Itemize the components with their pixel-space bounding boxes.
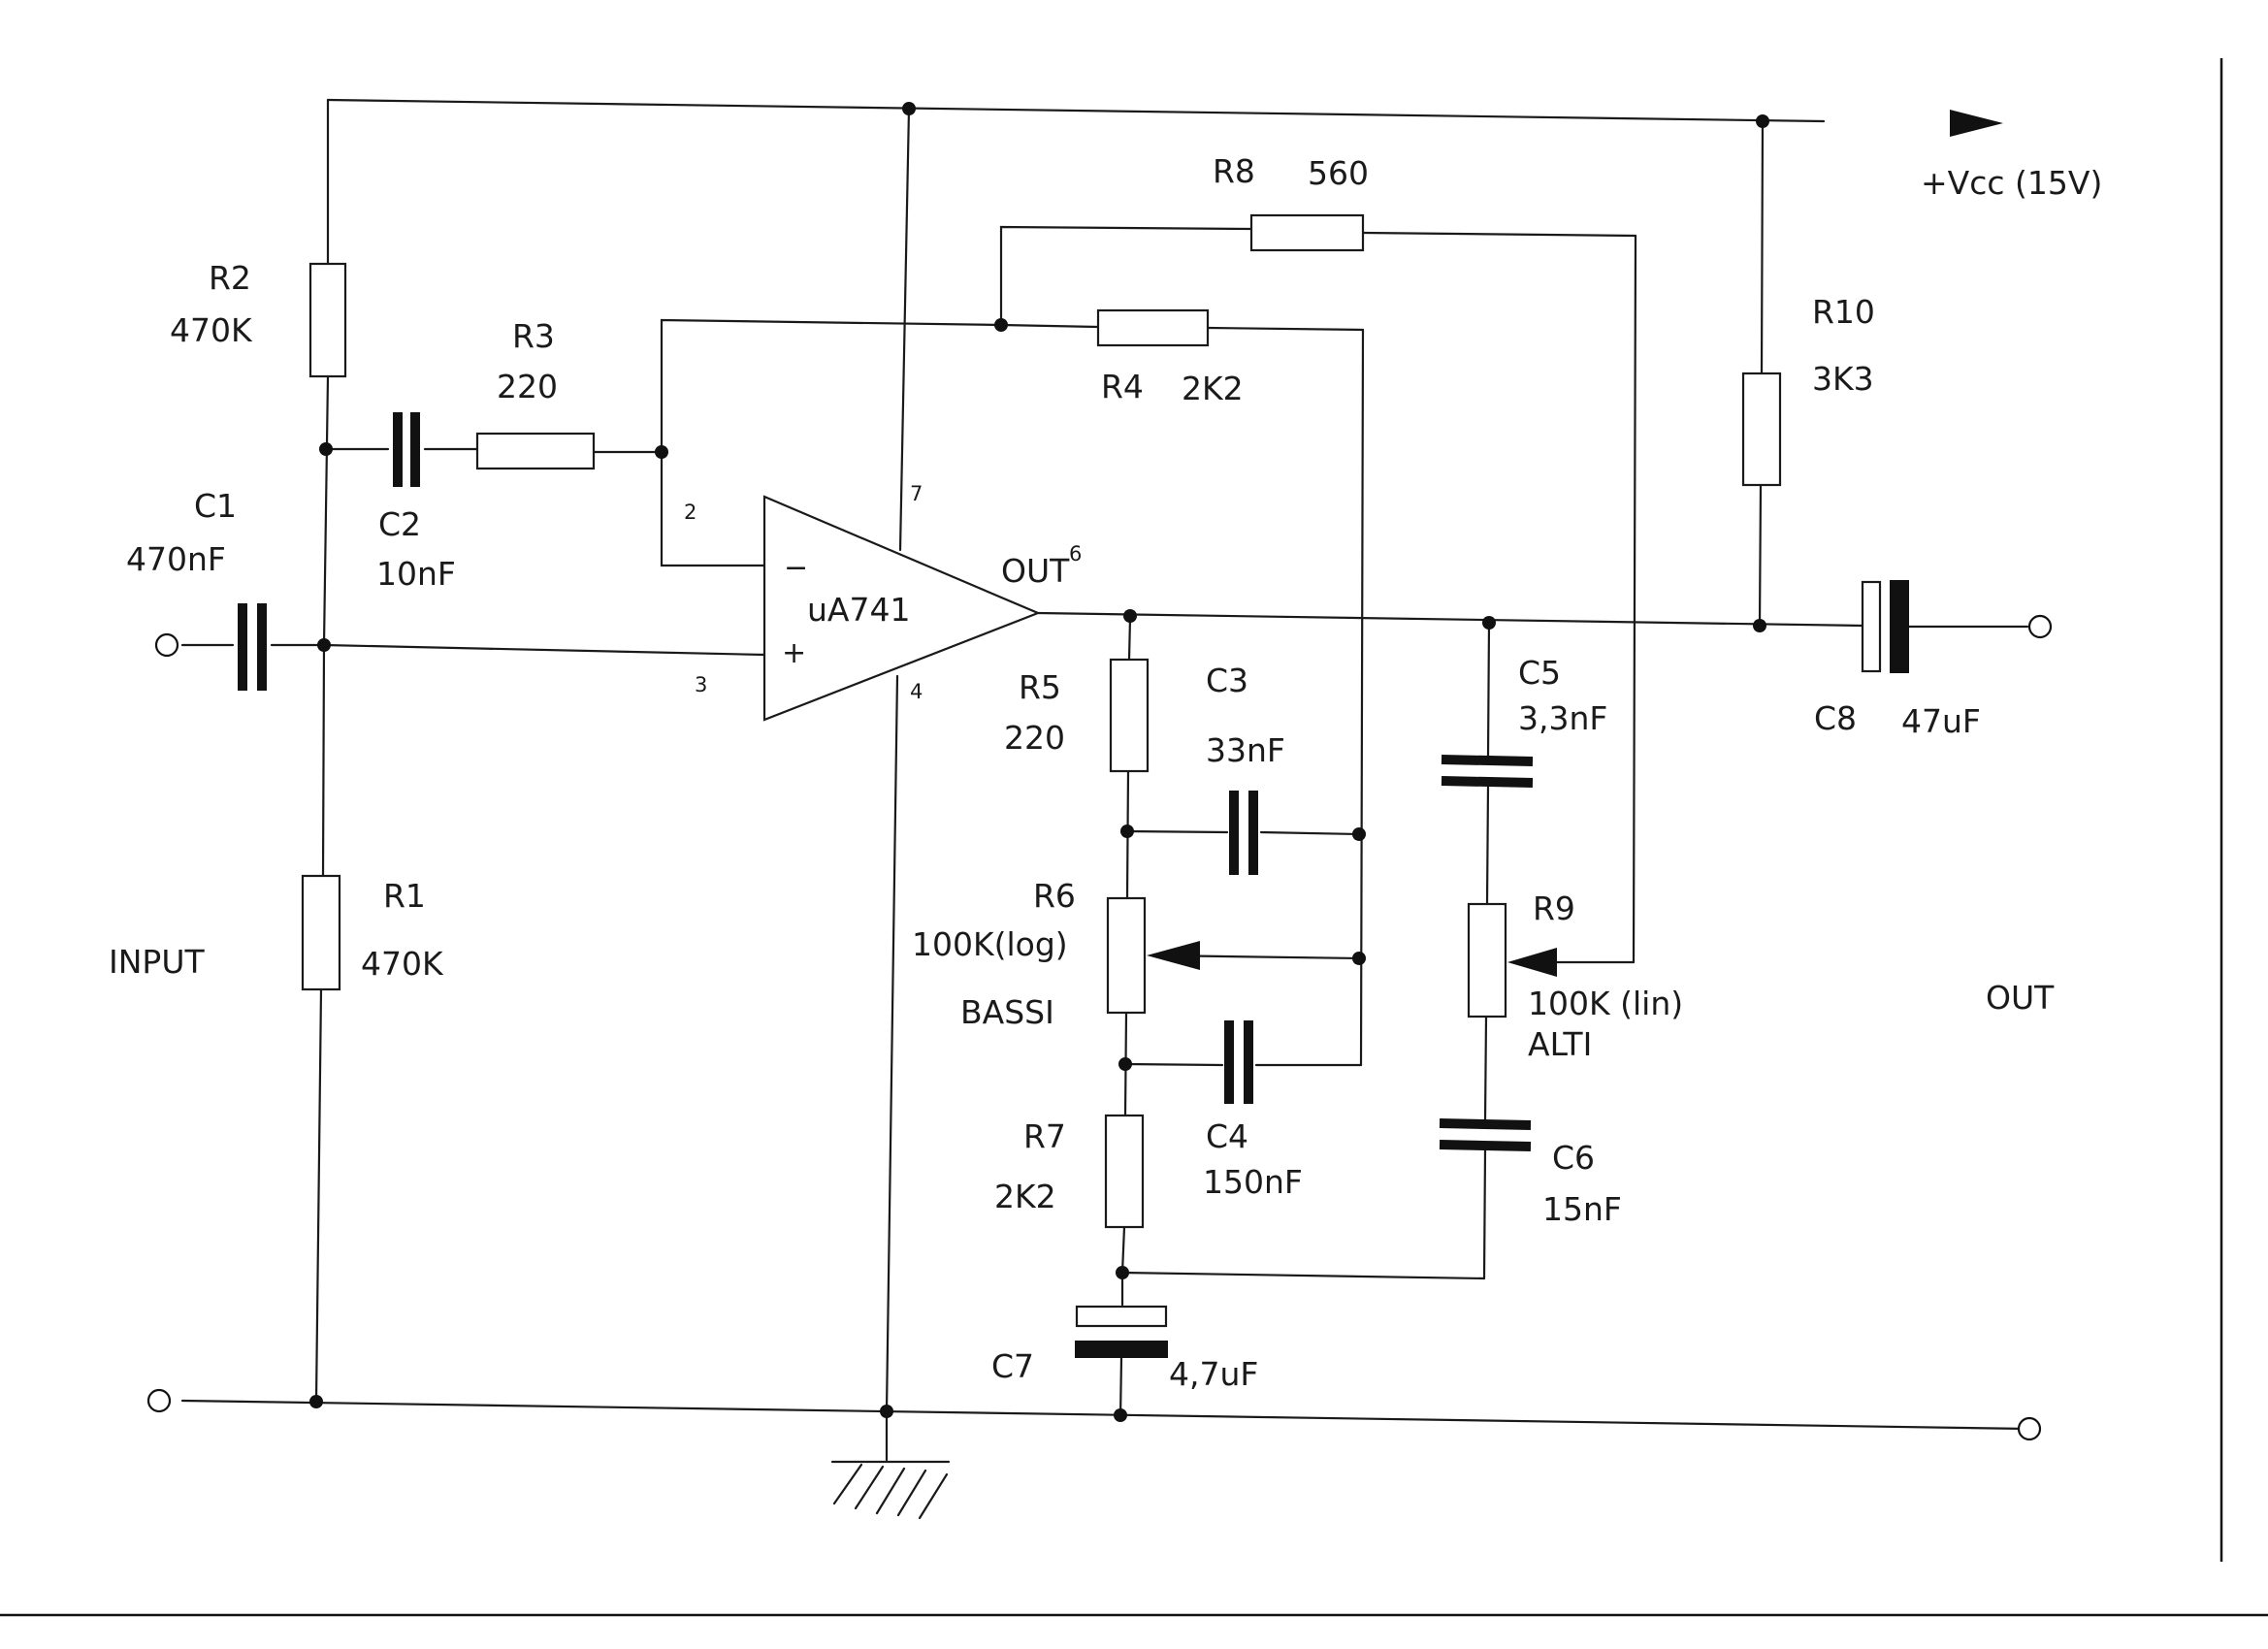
r9-ref: R9 — [1533, 889, 1575, 927]
opamp-ua741 — [762, 495, 1041, 722]
out-label: OUT — [1986, 979, 2055, 1017]
wires — [180, 98, 2029, 1462]
pin-3: 3 — [695, 673, 707, 696]
c7-value: 4,7uF — [1169, 1355, 1258, 1393]
r1-ref: R1 — [383, 877, 426, 915]
c2-ref: C2 — [378, 505, 421, 543]
r8-value: 560 — [1308, 154, 1369, 192]
input-label: INPUT — [109, 943, 205, 981]
junction-dots — [309, 102, 1769, 1422]
pin-4: 4 — [910, 680, 923, 703]
input-terminal[interactable] — [154, 632, 179, 658]
ground-terminal-right[interactable] — [2017, 1416, 2042, 1441]
resistor-r3 — [475, 432, 596, 470]
pin-2: 2 — [684, 501, 697, 524]
bassi-label: BASSI — [960, 993, 1054, 1031]
opamp-minus-sign: − — [784, 551, 808, 585]
c1-value: 470nF — [126, 540, 226, 578]
capacitor-c4 — [1224, 1020, 1253, 1104]
c4-value: 150nF — [1203, 1163, 1303, 1201]
r2-ref: R2 — [209, 259, 251, 297]
pin-6: 6 — [1069, 542, 1082, 566]
c5-ref: C5 — [1518, 654, 1561, 692]
r6-ref: R6 — [1033, 877, 1076, 915]
potentiometer-r6[interactable] — [1106, 896, 1147, 1015]
capacitor-c2 — [393, 412, 420, 487]
r2-value: 470K — [170, 311, 253, 349]
output-terminal[interactable] — [2027, 614, 2053, 639]
capacitor-c6 — [1439, 1118, 1532, 1151]
supply-label: +Vcc (15V) — [1921, 164, 2102, 202]
r4-value: 2K2 — [1182, 370, 1244, 407]
potentiometer-r9[interactable] — [1467, 902, 1507, 1018]
capacitor-c7-electrolytic — [1075, 1305, 1168, 1358]
r9-value: 100K (lin) — [1528, 985, 1683, 1022]
ground-terminal-left[interactable] — [146, 1388, 172, 1413]
r5-value: 220 — [1004, 719, 1065, 757]
r10-ref: R10 — [1812, 293, 1875, 331]
c4-ref: C4 — [1206, 1117, 1248, 1155]
supply-arrow — [1950, 110, 2003, 137]
r7-value: 2K2 — [994, 1178, 1056, 1215]
r7-ref: R7 — [1023, 1117, 1066, 1155]
r4-ref: R4 — [1101, 368, 1144, 405]
r9-wiper-arrow — [1507, 948, 1557, 977]
r1-value: 470K — [361, 945, 444, 983]
r10-value: 3K3 — [1812, 360, 1874, 398]
resistor-r8 — [1249, 213, 1365, 252]
c6-ref: C6 — [1552, 1139, 1595, 1177]
c2-value: 10nF — [376, 555, 456, 593]
c8-value: 47uF — [1901, 702, 1981, 740]
c3-value: 33nF — [1206, 731, 1285, 769]
c1-ref: C1 — [194, 487, 237, 525]
r5-ref: R5 — [1019, 668, 1061, 706]
c8-ref: C8 — [1814, 699, 1857, 737]
r6-wiper-arrow — [1147, 941, 1200, 970]
pin-7: 7 — [910, 482, 923, 505]
r3-ref: R3 — [512, 317, 555, 355]
resistor-r5 — [1109, 658, 1150, 773]
resistor-r1 — [301, 874, 341, 991]
c3-ref: C3 — [1206, 662, 1248, 699]
ground-symbol — [830, 1460, 951, 1520]
capacitor-c5 — [1441, 755, 1534, 788]
r3-value: 220 — [497, 368, 558, 405]
resistor-r10 — [1741, 372, 1782, 487]
c5-value: 3,3nF — [1518, 699, 1607, 737]
c6-value: 15nF — [1542, 1190, 1622, 1228]
c7-ref: C7 — [991, 1347, 1034, 1385]
opamp-plus-sign: + — [782, 636, 806, 670]
alti-label: ALTI — [1528, 1025, 1592, 1063]
resistor-r7 — [1104, 1114, 1145, 1229]
opamp-label: uA741 — [807, 591, 910, 629]
page-border — [0, 58, 2268, 1617]
resistor-r2 — [308, 262, 347, 378]
r8-ref: R8 — [1213, 152, 1255, 190]
capacitor-c8-electrolytic — [1861, 580, 1909, 673]
opamp-out-label: OUT — [1001, 552, 1070, 590]
resistor-r4 — [1096, 308, 1210, 347]
capacitor-c3 — [1229, 791, 1258, 875]
capacitor-c1 — [238, 603, 267, 691]
r6-value: 100K(log) — [912, 925, 1068, 963]
